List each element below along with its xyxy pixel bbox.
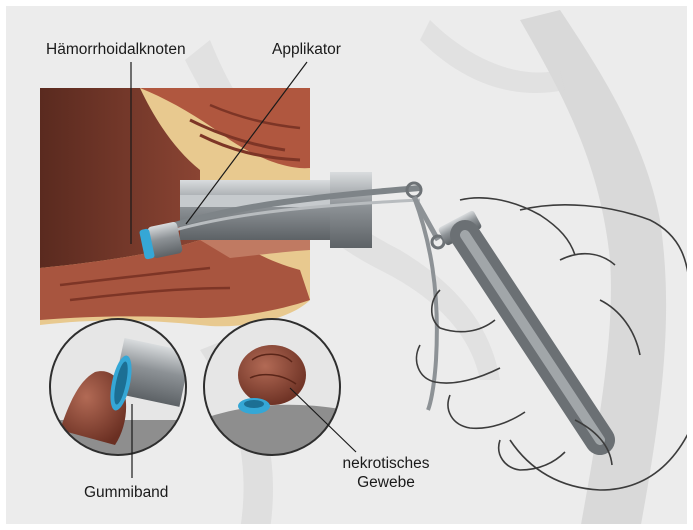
label-hemorrhoid: Hämorrhoidalknoten <box>46 40 186 59</box>
label-necrotic-tissue: nekrotisches Gewebe <box>327 454 445 492</box>
inset-rubber-band <box>40 319 200 480</box>
label-rubber-band: Gummiband <box>84 483 168 502</box>
label-necrotic-line2: Gewebe <box>327 473 445 492</box>
inset-necrotic-tissue <box>200 319 345 460</box>
label-applicator: Applikator <box>272 40 341 59</box>
label-necrotic-line1: nekrotisches <box>327 454 445 473</box>
